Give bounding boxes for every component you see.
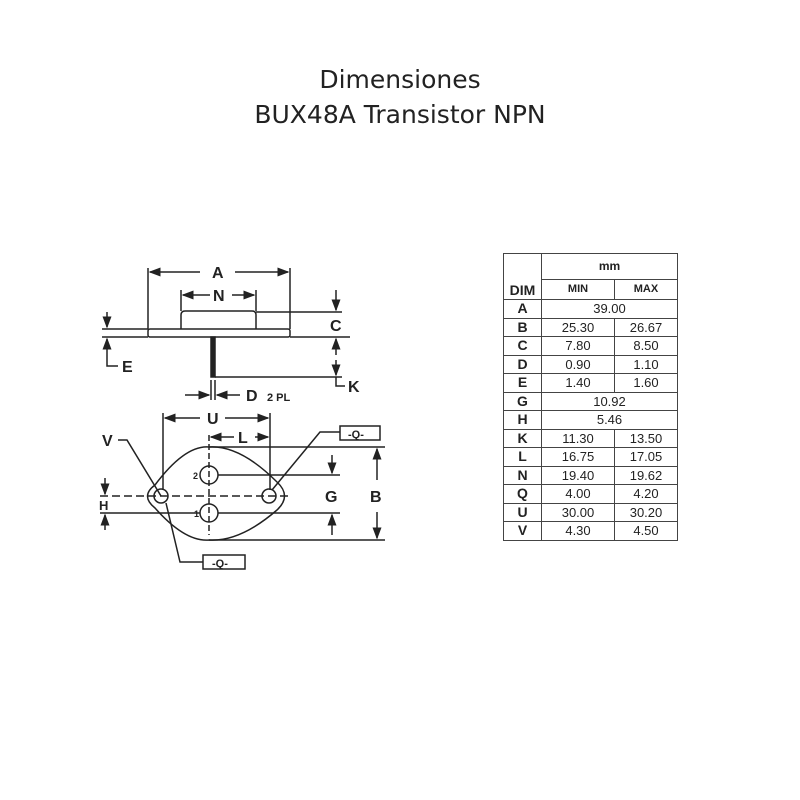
min-cell: 4.30 xyxy=(541,521,615,541)
lead-side xyxy=(210,336,216,378)
label-pin-2: 2 xyxy=(193,471,198,481)
datum-q-box-bottom xyxy=(202,554,246,570)
label-a: A xyxy=(212,265,224,282)
label-b: B xyxy=(370,489,382,506)
value-cell: 10.92 xyxy=(541,391,678,411)
min-cell: 7.80 xyxy=(541,336,615,356)
label-u: U xyxy=(207,411,219,428)
min-cell: 19.40 xyxy=(541,465,615,485)
label-c: C xyxy=(330,318,342,335)
dim-cell: V xyxy=(503,521,542,541)
label-pin-1: 1 xyxy=(194,509,199,519)
value-cell: 5.46 xyxy=(541,410,678,430)
dim-cell: D xyxy=(503,354,542,374)
value-cell: 39.00 xyxy=(541,299,678,319)
max-cell: 26.67 xyxy=(614,317,678,337)
dim-cell: Q xyxy=(503,484,542,504)
max-cell: 30.20 xyxy=(614,502,678,522)
max-cell: 13.50 xyxy=(614,428,678,448)
label-g: G xyxy=(325,489,337,506)
min-cell: 4.00 xyxy=(541,484,615,504)
dim-cell: B xyxy=(503,317,542,337)
label-d-note: 2 PL xyxy=(267,392,291,404)
title-line-1: Dimensiones xyxy=(319,65,481,94)
dim-cell: L xyxy=(503,447,542,467)
dim-cell: C xyxy=(503,336,542,356)
label-q-bottom: -Q- xyxy=(212,558,228,570)
label-l: L xyxy=(238,430,248,447)
min-cell: 16.75 xyxy=(541,447,615,467)
cap-side xyxy=(180,310,257,329)
datum-q-box-top xyxy=(339,425,381,441)
flange-side xyxy=(147,328,291,338)
dim-cell: G xyxy=(503,391,542,411)
label-d: D xyxy=(246,388,258,405)
max-cell: 4.20 xyxy=(614,484,678,504)
label-h: H xyxy=(99,498,108,513)
dim-cell: U xyxy=(503,502,542,522)
min-cell: 30.00 xyxy=(541,502,615,522)
max-cell: 8.50 xyxy=(614,336,678,356)
min-cell: 25.30 xyxy=(541,317,615,337)
dim-cell: H xyxy=(503,410,542,430)
dim-cell: N xyxy=(503,465,542,485)
label-q-top: -Q- xyxy=(348,429,364,441)
max-cell: 1.60 xyxy=(614,373,678,393)
title-line-2: BUX48A Transistor NPN xyxy=(254,100,546,129)
min-cell: 0.90 xyxy=(541,354,615,374)
max-cell: 4.50 xyxy=(614,521,678,541)
header-unit: mm xyxy=(541,253,678,280)
header-dim: DIM xyxy=(503,253,542,300)
max-cell: 17.05 xyxy=(614,447,678,467)
dim-cell: K xyxy=(503,428,542,448)
label-e: E xyxy=(122,359,133,376)
header-max: MAX xyxy=(614,279,678,300)
max-cell: 19.62 xyxy=(614,465,678,485)
label-v: V xyxy=(102,433,113,450)
min-cell: 1.40 xyxy=(541,373,615,393)
max-cell: 1.10 xyxy=(614,354,678,374)
min-cell: 11.30 xyxy=(541,428,615,448)
label-k: K xyxy=(348,379,360,396)
header-min: MIN xyxy=(541,279,615,300)
label-n: N xyxy=(213,288,225,305)
dim-cell: A xyxy=(503,299,542,319)
dim-cell: E xyxy=(503,373,542,393)
